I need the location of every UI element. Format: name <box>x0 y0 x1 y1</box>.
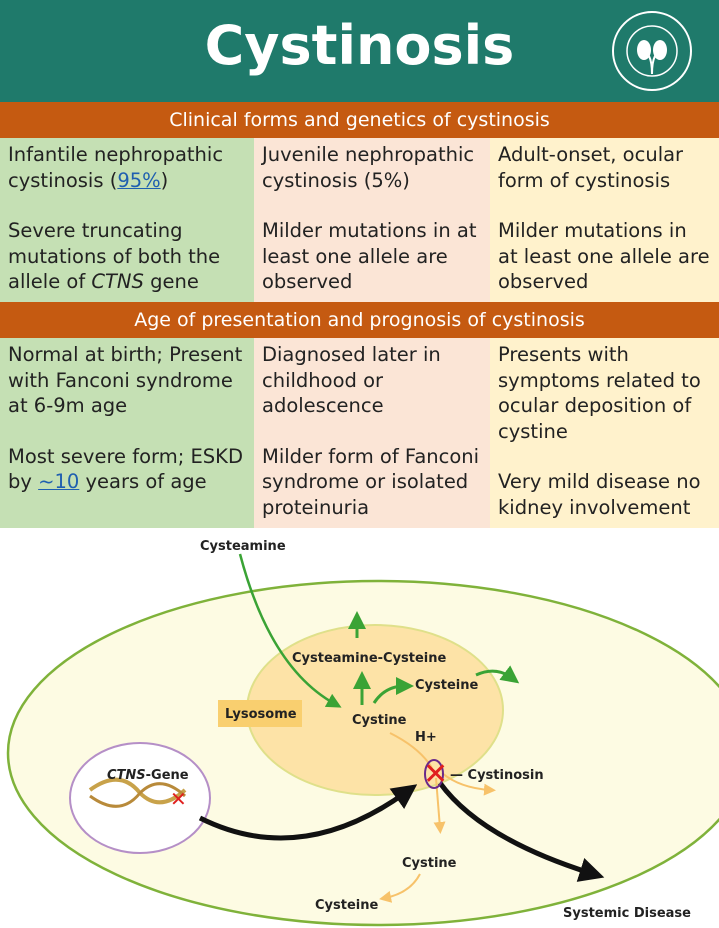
10-years-link[interactable]: ~10 <box>38 470 80 493</box>
cystinosin-text: — Cystinosin <box>450 768 544 783</box>
section-header-prognosis: Age of presentation and prognosis of cys… <box>0 302 719 338</box>
svg-text:CTNS-Gene: CTNS-Gene <box>107 768 189 783</box>
cystine-out-text: Cystine <box>402 856 457 871</box>
cysteamine-text: Cysteamine <box>200 539 286 554</box>
page-title: Cystinosis <box>204 14 515 77</box>
b-text: Milder mutations in at least one allele … <box>498 219 710 293</box>
lysosome-text: Lysosome <box>225 707 297 722</box>
infantile-prognosis-cell: Normal at birth; Present with Fanconi sy… <box>0 338 254 528</box>
a-text: Adult-onset, ocular form of cystinosis <box>498 143 684 192</box>
a-text: Normal at birth; Present with Fanconi sy… <box>8 343 243 417</box>
section-header-genetics: Clinical forms and genetics of cystinosi… <box>0 102 719 138</box>
a-text: Presents with symptoms related to ocular… <box>498 343 701 443</box>
systemic-text: Systemic Disease <box>563 906 691 921</box>
dna-helix-icon: ✕ <box>88 777 187 811</box>
95-percent-link[interactable]: 95% <box>117 168 161 192</box>
a-text: Juvenile nephropathic cystinosis (5%) <box>262 143 475 192</box>
header: Cystinosis <box>0 0 719 102</box>
b-post-text: years of age <box>79 470 207 493</box>
cysteamine-cysteine-text: Cysteamine-Cysteine <box>292 651 447 666</box>
cystinosin-transporter <box>424 759 444 789</box>
svg-text:✕: ✕ <box>170 787 187 811</box>
cysteine-out-text: Cysteine <box>315 898 378 913</box>
blocked-x-icon: ✕ <box>423 757 448 792</box>
b-em-text: CTNS <box>91 270 144 293</box>
a-text: Diagnosed later in childhood or adolesce… <box>262 343 441 417</box>
prognosis-row: Normal at birth; Present with Fanconi sy… <box>0 338 719 528</box>
b-post-text: gene <box>143 270 199 293</box>
nucleus <box>69 742 211 854</box>
infantile-cell: Infantile nephropathic cystinosis (95%) … <box>0 138 254 302</box>
juvenile-cell: Juvenile nephropathic cystinosis (5%) Mil… <box>254 138 490 302</box>
genetics-row: Infantile nephropathic cystinosis (95%) … <box>0 138 719 302</box>
gene-em-text: CTNS <box>107 768 146 783</box>
lysosome-label-box <box>218 700 302 727</box>
adult-prognosis-cell: Presents with symptoms related to ocular… <box>490 338 719 528</box>
cystinosis-diagram: ✕ ✕ Lysosome Cysteamine Cysteamine-Cyste… <box>6 539 719 927</box>
a-pre-text: Infantile nephropathic cystinosis ( <box>8 143 224 192</box>
b-text: Milder form of Fanconi syndrome or isola… <box>262 444 480 519</box>
systemic-disease-arrow <box>437 781 605 882</box>
gene-post-text: -Gene <box>146 768 189 783</box>
nephrology-logo <box>612 11 692 91</box>
juvenile-prognosis-cell: Diagnosed later in childhood or adolesce… <box>254 338 490 528</box>
b-pre-text: Severe truncating mutations of both the … <box>8 219 221 293</box>
cystine-in-text: Cystine <box>352 713 407 728</box>
gene-to-cystinosin-arrow <box>198 784 418 841</box>
cysteamine-arrow <box>238 553 342 708</box>
b-text: Very mild disease no kidney involvement <box>498 470 701 519</box>
hplus-text: H+ <box>415 730 437 745</box>
a-post-text: ) <box>160 168 169 192</box>
b-text: Milder mutations in at least one allele … <box>262 219 477 293</box>
cysteine-top-text: Cysteine <box>415 678 478 693</box>
b-pre-text: Most severe form; ESKD by <box>8 444 243 494</box>
